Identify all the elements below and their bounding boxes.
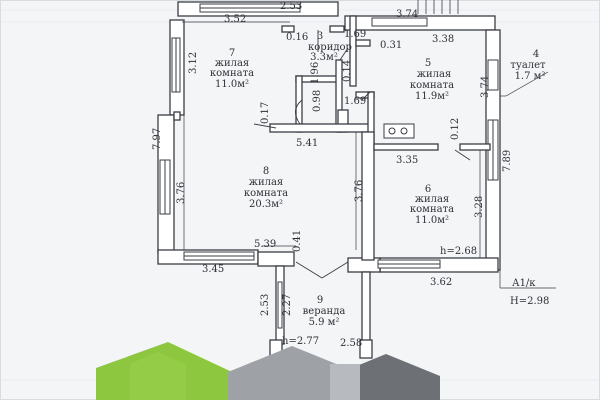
dim-328: 3.28 bbox=[474, 196, 485, 218]
room-7-area: 11.0м² bbox=[215, 79, 249, 90]
room-7-name1: жилая bbox=[215, 58, 250, 69]
room-8-area: 20.3м² bbox=[249, 199, 283, 210]
dimension-labels: 2.53 3.52 3.74 0.16 1.69 0.31 3.38 3.12 … bbox=[152, 1, 513, 349]
dim-012: 0.12 bbox=[450, 118, 461, 140]
room-3-name: коридор bbox=[308, 42, 352, 53]
dim-017: 0.17 bbox=[260, 102, 271, 124]
dim-227: 2.27 bbox=[282, 294, 293, 316]
dim-098: 0.98 bbox=[312, 90, 323, 112]
room-4-area: 1.7 м² bbox=[515, 71, 546, 82]
dim-797: 7.97 bbox=[152, 128, 163, 150]
toilet-fixtures bbox=[383, 123, 415, 139]
mark-a1k: А1/к bbox=[512, 278, 536, 289]
room-9-area: 5.9 м² bbox=[309, 317, 340, 328]
dim-016: 0.16 bbox=[286, 32, 308, 43]
dim-312: 3.12 bbox=[188, 52, 199, 74]
dim-539: 5.39 bbox=[254, 239, 276, 250]
windows bbox=[159, 3, 499, 269]
room-9-name: веранда bbox=[303, 306, 346, 317]
interior-walls bbox=[173, 15, 491, 261]
dim-041: 0.41 bbox=[292, 230, 303, 252]
stair-lines bbox=[417, 0, 459, 14]
room-6-area: 11.0м² bbox=[415, 215, 449, 226]
room-6-number: 6 bbox=[425, 184, 431, 195]
room-7-name2: комната bbox=[210, 68, 254, 79]
dim-h268: h=2.68 bbox=[440, 246, 477, 257]
wall-bottom-mid bbox=[257, 251, 295, 267]
room-8-name2: комната bbox=[244, 188, 288, 199]
dim-031: 0.31 bbox=[380, 40, 402, 51]
room-5-name1: жилая bbox=[417, 69, 452, 80]
dim-376b: 3.76 bbox=[354, 180, 365, 202]
door-swings bbox=[253, 30, 471, 279]
dim-258: 2.58 bbox=[340, 338, 362, 349]
room-5-area: 11.9м² bbox=[415, 91, 449, 102]
dim-253v: 2.53 bbox=[260, 294, 271, 316]
room-3-number: 3 bbox=[317, 31, 323, 42]
room-labels: 7 жилая комната 11.0м² 3 коридор 3.3м² 5… bbox=[210, 31, 546, 328]
dim-789: 7.89 bbox=[502, 150, 513, 172]
dim-top-352: 3.52 bbox=[224, 14, 246, 25]
dim-169a: 1.69 bbox=[344, 29, 366, 40]
dim-h277: h=2.77 bbox=[282, 336, 319, 347]
dimension-lines bbox=[182, 21, 556, 289]
dim-014: 0.14 bbox=[342, 60, 353, 82]
dim-541: 5.41 bbox=[296, 138, 318, 149]
room-4-name: туалет bbox=[510, 60, 546, 71]
room-4-number: 4 bbox=[533, 49, 539, 60]
room-8-name1: жилая bbox=[249, 177, 284, 188]
dim-338: 3.38 bbox=[432, 34, 454, 45]
dim-345: 3.45 bbox=[202, 264, 224, 275]
dim-top-374: 3.74 bbox=[396, 9, 418, 20]
room-6-name2: комната bbox=[410, 204, 454, 215]
room-9-number: 9 bbox=[317, 295, 323, 306]
dim-374v: 3.74 bbox=[480, 76, 491, 98]
dim-196: 1.96 bbox=[310, 62, 321, 84]
dim-top-253: 2.53 bbox=[280, 1, 302, 12]
mark-h-total: H=2.98 bbox=[510, 296, 549, 307]
dim-169b: 1.69 bbox=[344, 96, 366, 107]
dim-335: 3.35 bbox=[396, 155, 418, 166]
room-6-name1: жилая bbox=[415, 194, 450, 205]
room-3-area: 3.3м² bbox=[310, 52, 338, 63]
dim-376a: 3.76 bbox=[176, 182, 187, 204]
room-5-number: 5 bbox=[425, 58, 431, 69]
room-7-number: 7 bbox=[229, 48, 235, 59]
room-5-name2: комната bbox=[410, 80, 454, 91]
dim-362: 3.62 bbox=[430, 277, 452, 288]
house-logo-watermark bbox=[96, 342, 440, 400]
room-8-number: 8 bbox=[263, 166, 269, 177]
